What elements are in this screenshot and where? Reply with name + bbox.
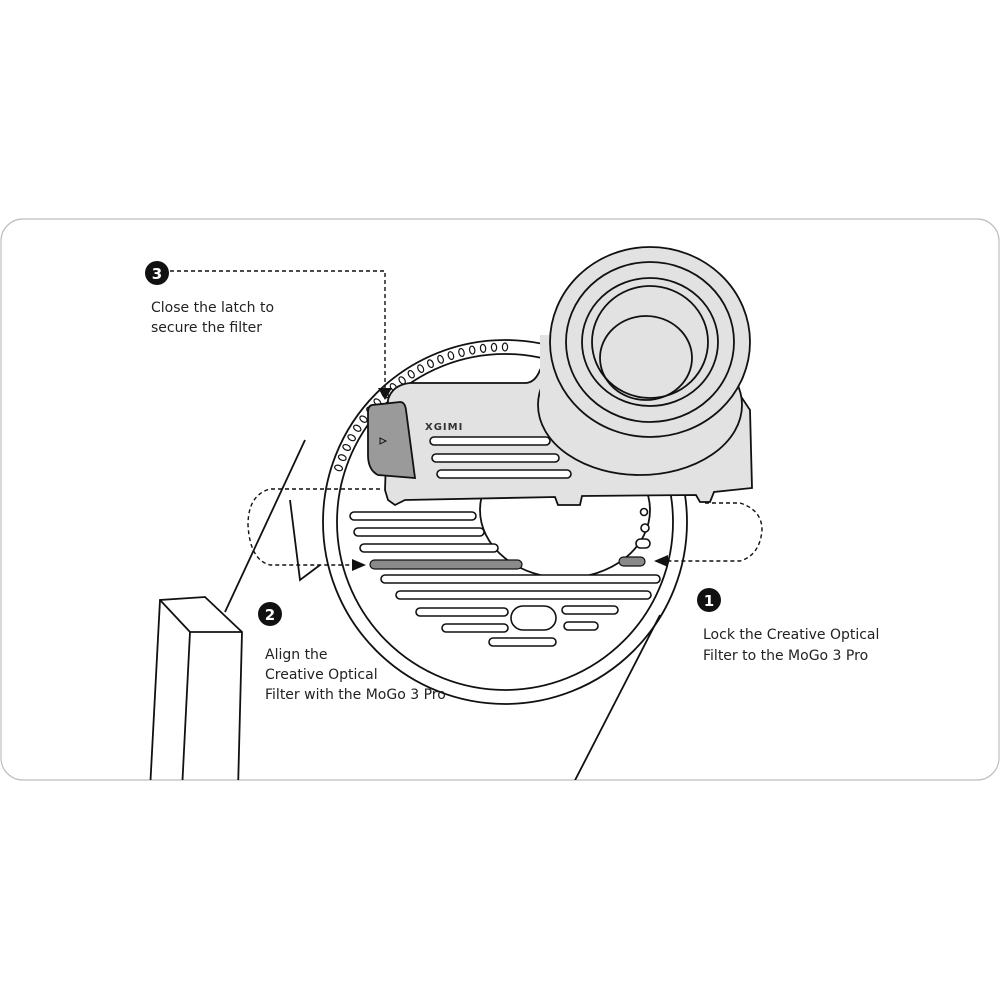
creative-optical-filter	[322, 339, 688, 705]
knurl-bump	[490, 342, 498, 352]
svg-text:2: 2	[265, 606, 275, 624]
knurl-bump	[334, 464, 344, 472]
knurl-bump	[437, 354, 445, 364]
svg-text:3: 3	[152, 265, 162, 283]
guide-line-3	[170, 270, 386, 388]
step-3-badge	[145, 261, 169, 285]
knurl-bump	[501, 342, 509, 352]
svg-text:1: 1	[704, 592, 714, 610]
knurl-bump	[359, 415, 368, 423]
knurl-bump	[447, 351, 455, 361]
knurl-bump	[468, 345, 476, 355]
knurl-bump	[352, 424, 362, 432]
step-2-badge	[258, 602, 282, 626]
guide-line-2	[247, 488, 380, 566]
alignment-mark-right	[618, 556, 646, 567]
latch	[367, 401, 417, 479]
tripod-stand	[149, 439, 661, 780]
latch-arrow-icon	[379, 437, 388, 445]
alignment-mark-left	[369, 559, 523, 570]
knurl-bump	[337, 454, 347, 462]
knurl-bump	[347, 434, 356, 442]
card-frame	[0, 218, 1000, 781]
knurl-bump	[417, 364, 425, 373]
xgimi-logo: XGIMI	[425, 422, 463, 433]
guide-line-1	[668, 502, 763, 562]
mogo-3-pro-projector: XGIMI	[367, 246, 753, 507]
knurl-bump	[458, 347, 465, 358]
step-1-badge	[697, 588, 721, 612]
knurl-bump	[342, 443, 352, 451]
knurl-bump	[479, 343, 487, 353]
knurl-bump	[426, 359, 434, 369]
knurl-bump	[407, 369, 415, 379]
